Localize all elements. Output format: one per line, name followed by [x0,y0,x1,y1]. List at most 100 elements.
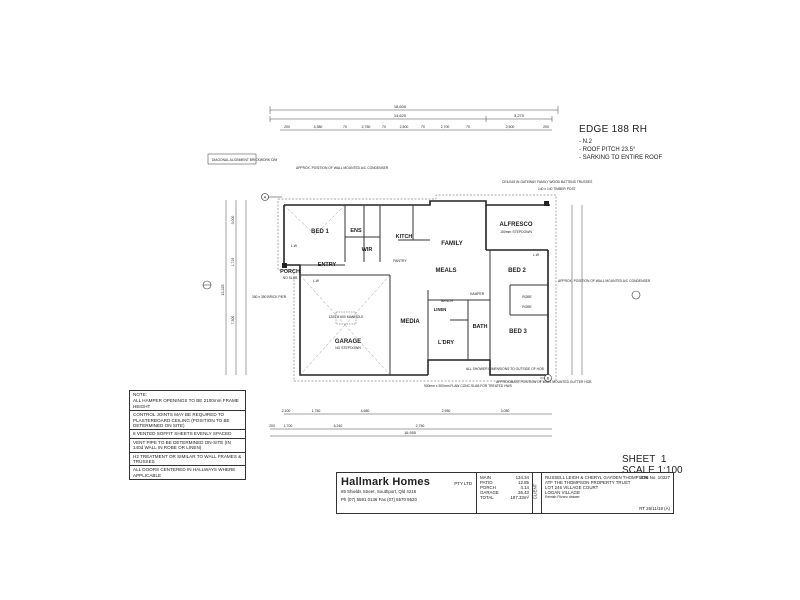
bottom-dimensions [270,413,552,437]
area-label-total: TOTAL [480,495,494,500]
top-seg-9: 2,500 [506,125,515,129]
note-item-3: 8 VENTED SOFFIT SHEETS EVENLY SPACED [130,430,245,439]
bottom-seg-0: 2,100 [282,409,291,413]
annotations: DIAGONAL ALIGNMENT BRICKWORK O/M APPROX.… [212,158,651,388]
shower-note: ALL SHOWER DIMENSIONS TO OUTSIDE OF HOB [466,367,545,371]
plan-note-3: - SARKING TO ENTIRE ROOF [579,155,663,161]
marker-a-label: A [264,195,267,200]
client-line-3: LOT 246 VILLAGE COURT [545,485,599,490]
plan-title: EDGE 188 RH [579,124,648,135]
top-seg-3: 2,750 [362,125,371,129]
bottom-segment-labels: 2,100 1,750 4,680 2,950 3,080 200 1,700 … [269,409,509,428]
note-item-1: ALL HAMPER OPENINGS TO BE 2100mm FRAME H… [130,397,245,412]
ceiling-note: CEILING IN GATEWAY FAMILY WOOD BATTENS T… [502,180,593,184]
room-bed1: BED 1 [311,229,329,235]
room-sublabels: 150mm STEPDOWN NO SLAB NO STEPDOWN 1200 … [283,230,540,350]
lw-tag-1: L.W [291,244,298,248]
dim-bottom-overall: 16,555 [404,431,416,435]
bench-label: BENCH [441,299,453,303]
robe2-label: ROBE [522,305,532,309]
sheet-number: 1 [660,454,667,465]
area-value-garage: 36.43 [518,490,529,495]
top-seg-5: 2,500 [400,125,409,129]
dim-overall-top: 18,600 [394,104,407,109]
garage-roof-lines [283,204,391,376]
note-item-6: ALL DOORS CENTERED IN HALLWAYS WHERE APP… [133,467,236,478]
lw-tag-2: L.W [313,279,320,283]
top-seg-8: 70 [466,125,470,129]
dim-left-overall: 13,225 [221,285,225,296]
room-linen: LINEN [434,307,447,312]
note-item-4: VENT PIPE TO BE DETERMINED ON-SITE (IN 1… [130,439,245,453]
robe-label: ROBE [522,295,532,299]
area-value-total: 187.33m² [510,495,529,500]
dim-top-sub: 14,620 [394,113,407,118]
top-segment-labels: 200 4,380 70 2,750 70 2,500 70 2,700 70 … [284,125,549,129]
garage-sub: NO STEPDOWN [335,346,361,350]
client-details: Remsh Rivaro drawer [545,495,580,499]
lw-tag-3: L.W [533,253,540,257]
room-media: MEDIA [400,319,420,325]
dim-left-seg-0: 3,000 [231,216,235,225]
room-ldry: L'DRY [438,340,454,346]
porch-sub: NO SLAB [283,276,298,280]
top-seg-0: 200 [284,125,290,129]
area-value-porch: 4.14 [520,485,529,490]
concrete-note: 900mm x 900mm FLAW CONC SLAB FOR TREATED… [424,384,513,388]
hamper-note: HAMPER [470,292,485,296]
room-meals: MEALS [436,268,457,274]
room-labels: BED 1 ENS WIR KITCH FAMILY ALFRESCO MEAL… [280,222,533,346]
company-pty: PTY LTD [454,481,472,486]
bottom-lower-0: 200 [269,424,275,428]
bottom-lower-2: 6,240 [334,424,343,428]
alfresco-sub: 150mm STEPDOWN [500,230,532,234]
pantry-label: PANTRY [393,259,407,263]
diagonal-note: DIAGONAL ALIGNMENT BRICKWORK O/M [212,158,277,162]
timber-post [544,201,549,206]
area-value-patio: 12.85 [518,480,529,485]
section-marker-right [631,290,641,300]
top-seg-2: 70 [343,125,347,129]
brick-pier-note: 350 x 350 BRICK PIER [252,295,287,299]
room-alfresco: ALFRESCO [500,222,533,228]
client-tab: CLIENT [532,473,542,513]
room-garage: GARAGE [335,339,361,345]
plan-note-1: - N.2 [579,139,593,145]
area-label-porch: PORCH [480,485,496,490]
manhole [335,311,357,325]
left-dimensions [225,200,247,375]
notes-box: NOTE: ALL HAMPER OPENINGS TO BE 2100mm F… [129,390,246,481]
client-line-1: RUSSELL LEIGH & CHERYL GAYDEN THOMPSON [545,475,649,480]
approx-wall-note: APPROXIMATE POSITION OF WALL MOUNTED GUT… [496,380,592,384]
bottom-seg-3: 2,950 [442,409,451,413]
room-bed2: BED 2 [508,268,526,274]
dim-left-seg-1: 1,719 [231,258,235,267]
top-seg-1: 4,380 [314,125,323,129]
room-family: FAMILY [441,241,462,247]
client-cell: RUSSELL LEIGH & CHERYL GAYDEN THOMPSON A… [542,473,673,513]
job-number: JOB No. 10327 [639,475,670,480]
bottom-seg-4: 3,080 [501,409,510,413]
date-ref: RT 26/11/19 (A) [639,506,670,511]
top-seg-4: 70 [382,125,386,129]
marker-b-label: B [547,376,550,381]
top-dimensions [269,106,559,131]
company-address: 85 Shields Street, Southport, Qld 4215 [341,489,417,494]
bottom-seg-1: 1,750 [312,409,321,413]
manhole-label: 1200 X 600 MANHOLE [328,315,364,319]
company-cell: Hallmark Homes PTY LTD 85 Shields Street… [337,473,477,513]
client-line-2: ATF THE THOMPSON PROPERTY TRUST [545,480,631,485]
room-kitch: KITCH [396,234,413,240]
room-entry: ENTRY [318,262,337,268]
scale-label: SCALE [622,465,655,476]
scale-value: 1:100 [657,465,683,476]
eave-line [277,194,557,382]
top-seg-6: 70 [421,125,425,129]
room-bed3: BED 3 [509,329,527,335]
dim-top-right: 3,270 [514,113,525,118]
bottom-lower-1: 1,700 [284,424,293,428]
area-label-garage: GARAGE [480,490,499,495]
client-label: CLIENT [532,483,538,500]
client-line-4: LOGAN VILLAGE [545,490,580,495]
